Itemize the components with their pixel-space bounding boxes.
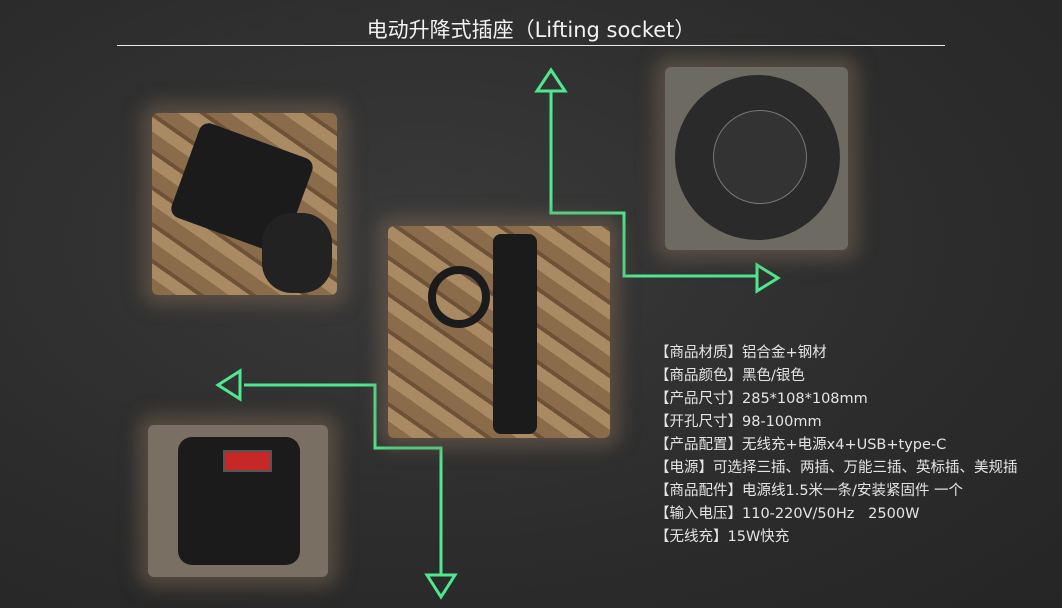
spec-item-color: 【商品颜色】黑色/银色 [655,368,805,384]
arrow-down-head-icon [424,573,458,600]
spec-item-hole-size: 【开孔尺寸】98-100mm [655,414,822,430]
page-title: 电动升降式插座（Lifting socket） [366,18,696,42]
arrow-up-right [549,90,757,278]
spec-list: 【商品材质】铝合金+钢材 【商品颜色】黑色/银色 【产品尺寸】285*108*1… [655,342,1018,549]
spec-item-config: 【产品配置】无线充+电源x4+USB+type-C [655,437,947,453]
photo-product-full [388,226,610,438]
spec-item-voltage: 【输入电压】110-220V/50Hz 2500W [655,506,920,522]
spec-item-size: 【产品尺寸】285*108*108mm [655,391,868,407]
spec-item-material: 【商品材质】铝合金+钢材 [655,345,827,361]
title-divider [117,45,945,46]
photo-wireless-top [665,67,848,250]
arrow-left-down [244,383,443,574]
photo-socket-bottom [148,425,328,577]
arrow-left-head-icon [215,368,242,402]
spec-item-accessories: 【商品配件】电源线1.5米一条/安装紧固件 一个 [655,483,964,499]
arrow-up-head-icon [534,67,568,93]
photo-socket-side [152,113,337,295]
spec-item-wireless: 【无线充】15W快充 [655,529,790,545]
arrow-right-head-icon [755,262,781,294]
spec-item-power: 【电源】可选择三插、两插、万能三插、英标插、美规插 [655,460,1018,476]
